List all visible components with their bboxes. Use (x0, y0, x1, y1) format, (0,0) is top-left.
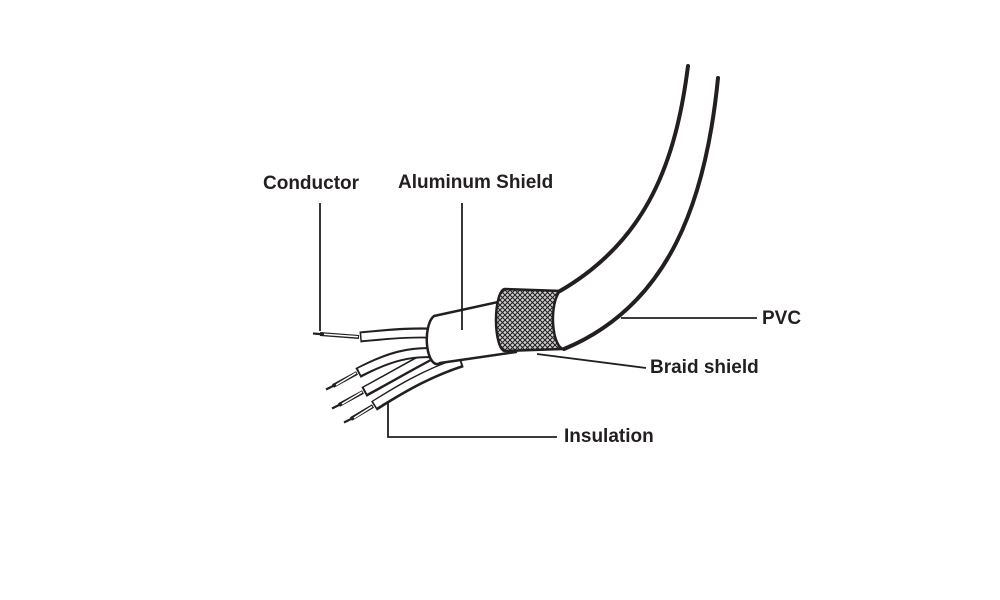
braid-shield-leader-line (536, 353, 647, 369)
bare-conductor (325, 371, 358, 391)
bare-conductor (343, 404, 375, 424)
pvc-jacket-inner-edge (558, 64, 690, 293)
label-insulation: Insulation (564, 426, 654, 447)
pvc-jacket (551, 64, 720, 351)
insulation-leader-line (387, 403, 557, 438)
bare-conductor (312, 332, 360, 339)
leader-lines (319, 203, 757, 438)
aluminum-shield-section (425, 297, 518, 366)
braid-shield-section (494, 287, 564, 353)
bare-conductor (331, 390, 364, 410)
pvc-jacket-outer-edge (562, 76, 720, 351)
insulated-wire (371, 356, 464, 411)
label-braid-shield: Braid shield (650, 357, 759, 378)
label-conductor: Conductor (263, 173, 360, 194)
label-aluminum-shield: Aluminum Shield (398, 172, 554, 193)
pvc-jacket-body (552, 66, 718, 350)
pvc-jacket-cut-edge (551, 290, 565, 351)
label-pvc: PVC (762, 308, 802, 329)
